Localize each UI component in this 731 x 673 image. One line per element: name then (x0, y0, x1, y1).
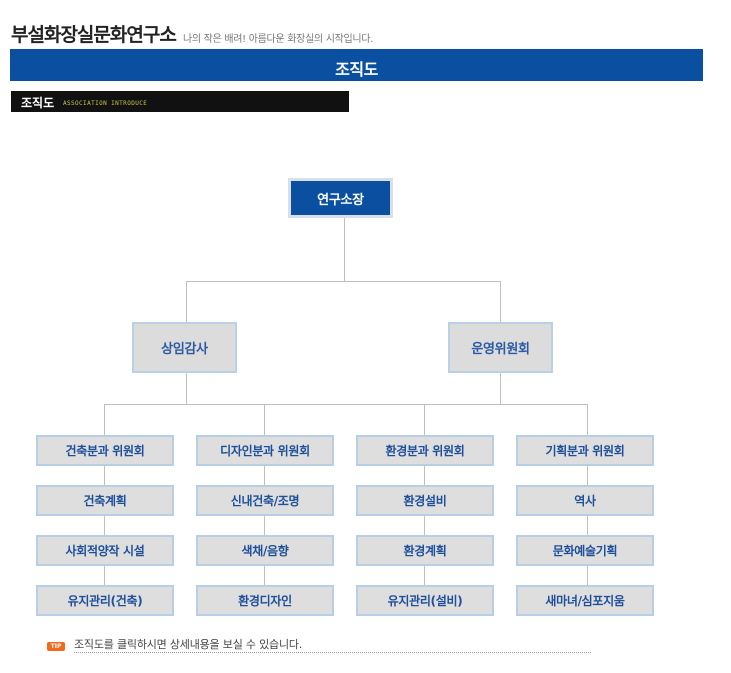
org-item-seminar-symposium[interactable]: 새마녀/심포지움 (516, 585, 654, 616)
org-item-environmental-design[interactable]: 환경디자인 (196, 585, 334, 616)
org-division-architecture[interactable]: 건축분과 위원회 (36, 435, 174, 466)
section-subtitle: ASSOCIATION INTRODUCE (63, 100, 148, 107)
connector-line (344, 217, 345, 281)
page-title-bar: 조직도 (10, 49, 703, 81)
connector-line (104, 515, 105, 535)
org-item-social-facilities[interactable]: 사회적양작 시설 (36, 535, 174, 566)
connector-line (500, 372, 501, 404)
connector-line (264, 515, 265, 535)
connector-line (587, 565, 588, 585)
tip-divider (74, 652, 591, 653)
connector-line (424, 465, 425, 485)
connector-line (424, 515, 425, 535)
connector-line (104, 404, 105, 436)
org-item-environmental-planning[interactable]: 환경계획 (356, 535, 494, 566)
connector-line (264, 404, 265, 436)
org-item-architecture-planning[interactable]: 건축계획 (36, 485, 174, 516)
connector-line (424, 565, 425, 585)
site-title: 부설화장실문화연구소 (11, 24, 177, 46)
connector-line (587, 465, 588, 485)
org-item-interior-lighting[interactable]: 신내건축/조명 (196, 485, 334, 516)
org-steering-committee-box[interactable]: 운영위원회 (448, 322, 553, 373)
org-item-maintenance-equipment[interactable]: 유지관리(설비) (356, 585, 494, 616)
org-director-box[interactable]: 연구소장 (288, 178, 393, 218)
connector-line (186, 281, 187, 323)
tip-text: 조직도를 클릭하시면 상세내용을 보실 수 있습니다. (74, 638, 303, 651)
org-item-history[interactable]: 역사 (516, 485, 654, 516)
connector-line (424, 404, 425, 436)
connector-line (104, 565, 105, 585)
org-item-color-sound[interactable]: 색채/음향 (196, 535, 334, 566)
section-header-bar: 조직도 ASSOCIATION INTRODUCE (11, 91, 349, 112)
connector-line (587, 515, 588, 535)
connector-line (500, 281, 501, 323)
connector-line (186, 281, 501, 282)
connector-line (186, 372, 187, 404)
org-item-culture-arts-planning[interactable]: 문화예술기획 (516, 535, 654, 566)
page-title: 조직도 (335, 60, 378, 79)
org-auditor-box[interactable]: 상임감사 (132, 322, 237, 373)
connector-line (264, 465, 265, 485)
connector-line (587, 404, 588, 436)
org-division-planning[interactable]: 기획분과 위원회 (516, 435, 654, 466)
tip-badge: TIP (47, 642, 65, 651)
site-tagline: 나의 작은 배려! 아름다운 화장실의 시작입니다. (183, 34, 374, 45)
connector-line (104, 465, 105, 485)
org-division-environment[interactable]: 환경분과 위원회 (356, 435, 494, 466)
connector-line (264, 565, 265, 585)
connector-line (104, 404, 588, 405)
org-item-maintenance-architecture[interactable]: 유지관리(건축) (36, 585, 174, 616)
org-item-environmental-equipment[interactable]: 환경설비 (356, 485, 494, 516)
section-title: 조직도 (21, 96, 55, 110)
org-division-design[interactable]: 디자인분과 위원회 (196, 435, 334, 466)
